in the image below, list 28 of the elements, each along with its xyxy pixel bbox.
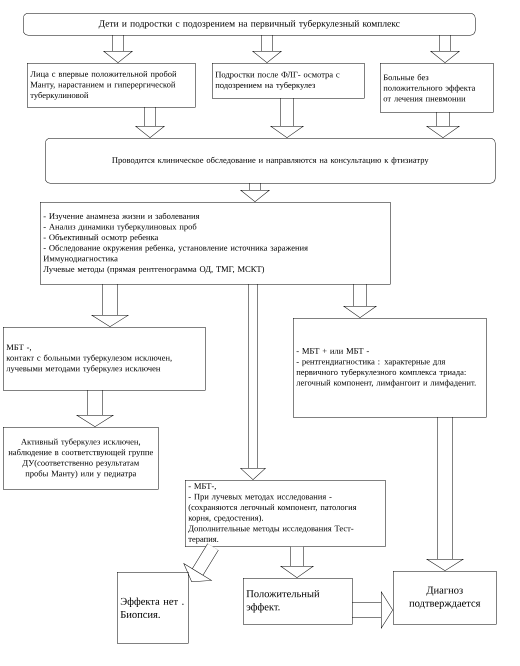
process-box: Лица с впервые положительной пробой Манту, нарастанием и гиперергической туберкулиновой [27,63,196,108]
process-box: - МБТ-, - При лучевых методах исследования - (сохраняются легочный компонент, патология корня, средостения). Дополнительные методы исследования Тест-терапия. [185,480,386,547]
rounded-box: Проводится клиническое обследование и направляются на консультацию к фтизиатру [45,138,496,184]
process-box: - Изучение анамнеза жизни и заболевания - Анализ динамики туберкулиновых проб - Объективный осмотр ребенка - Обследование окружения ребенка, установление источника заражения Иммунодиагностика Лучевые методы (прямая рентгенограмма ОД, ТМГ, МСКТ) [40,202,390,284]
process-box: Диагноз подтверждается [393,571,496,624]
block-arrow [92,284,128,327]
process-box: Активный туберкулез исключен, наблюдение в соответствующей группе ДУ(соответственно результатам пробы Манту) или у педиатра [3,427,158,490]
process-box: Положительный эффект. [243,578,352,624]
block-arrow [270,98,304,138]
block-arrow [240,284,266,480]
rounded-box: Дети и подростки с подозрением на первичный туберкулезный комплекс [23,13,476,36]
block-arrow [103,36,133,63]
process-box: Подростки после ФЛГ- осмотра с подозрением на туберкулез [212,63,364,98]
process-box: - МБТ + или МБТ - - рентгендиагностика : характерные для первичного туберкулезного комплекса триада: легочный компонент, лимфангоит и лимфаденит. [293,318,486,418]
block-arrow [426,418,464,571]
block-arrow [184,543,219,582]
block-arrow [280,546,314,578]
process-box: Больные без положительного эффекта от лечения пневмонии [380,63,494,112]
block-arrow [240,184,270,202]
process-box: Эффекта нет . Биопсия. [117,572,188,644]
block-arrow [430,36,460,63]
block-arrow [352,592,393,628]
process-box: МБТ -, контакт с больными туберкулезом исключен, лучевыми методами туберкулез исключен [3,327,206,390]
block-arrow [252,36,282,63]
block-arrow [135,108,165,138]
block-arrow [76,390,114,427]
block-arrow [344,284,376,318]
block-arrow [426,112,460,138]
